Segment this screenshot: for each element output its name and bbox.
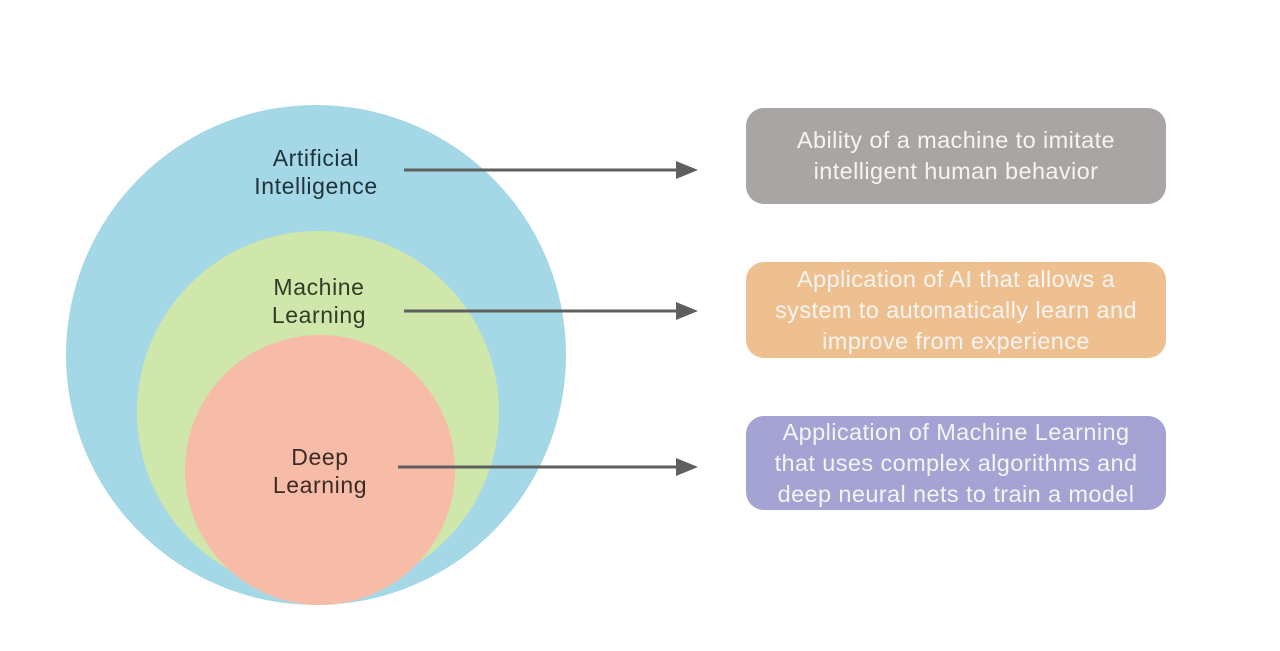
- artificial-intelligence-label-line1: Artificial: [272, 145, 360, 171]
- machine-learning-label-line1: Machine: [273, 274, 365, 300]
- ml-description-box: Application of AI that allows a system t…: [746, 262, 1166, 358]
- ai-description-text: Ability of a machine to imitate intellig…: [796, 127, 1116, 184]
- arrow-ai-head: [676, 161, 698, 179]
- ai-description-box: Ability of a machine to imitate intellig…: [746, 108, 1166, 204]
- machine-learning-label-line2: Learning: [271, 302, 367, 328]
- arrow-dl: [398, 458, 698, 476]
- arrow-ml: [404, 302, 698, 320]
- arrow-ml-head: [676, 302, 698, 320]
- arrow-ai: [404, 161, 698, 179]
- machine-learning-label: Machine Learning: [272, 273, 366, 329]
- ml-description-text: Application of AI that allows a system t…: [775, 265, 1137, 354]
- dl-description-text: Application of Machine Learning that use…: [774, 418, 1138, 507]
- deep-learning-label: Deep Learning: [273, 443, 367, 499]
- deep-learning-circle: [185, 335, 455, 605]
- artificial-intelligence-label-line2: Intelligence: [254, 173, 378, 199]
- dl-description-box: Application of Machine Learning that use…: [746, 416, 1166, 510]
- artificial-intelligence-label: Artificial Intelligence: [254, 144, 378, 200]
- arrow-dl-head: [676, 458, 698, 476]
- deep-learning-label-line1: Deep: [291, 444, 349, 470]
- deep-learning-label-line2: Learning: [272, 472, 368, 498]
